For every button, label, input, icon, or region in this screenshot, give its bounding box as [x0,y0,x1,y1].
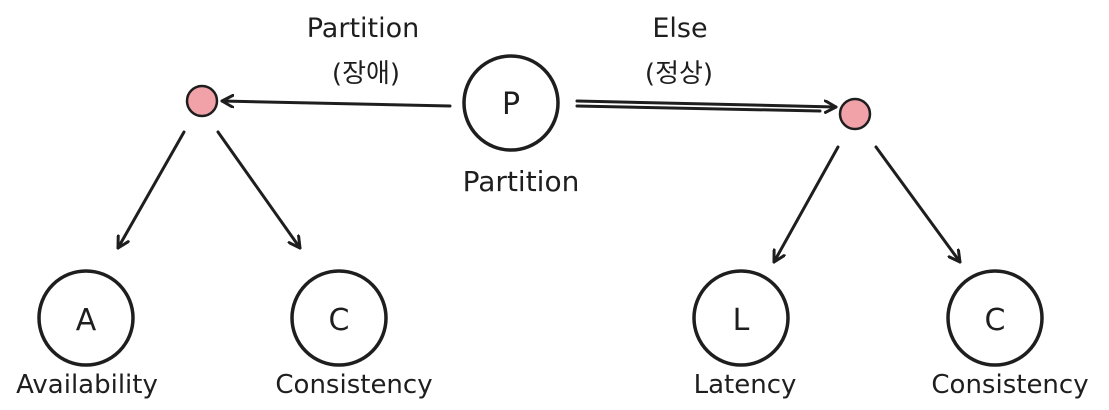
left-branch-label-line2: (장애) [332,59,400,89]
else-junction-dot [838,97,872,131]
edge-p-to-else-dot [575,99,838,107]
left-consistency-node-symbol: C [329,303,350,338]
latency-caption: Latency [694,370,797,400]
edge-p-to-else-dot-2 [575,104,822,113]
availability-node [37,269,135,367]
left-consistency-node [290,269,388,367]
left-consistency-caption: Consistency [275,370,432,400]
right-consistency-caption: Consistency [931,370,1088,400]
right-branch-label-line2: (정상) [645,59,713,89]
left-branch-label-line1: Partition [307,13,420,44]
edge-p-to-partition-dot [220,101,452,106]
edge-else-to-consistency [874,145,962,264]
edge-partition-to-availability [116,130,186,250]
availability-node-symbol: A [76,303,97,338]
edge-partition-to-consistency [216,130,302,250]
right-consistency-node-symbol: C [985,303,1006,338]
center-node-caption: Partition [463,165,580,198]
edge-else-to-latency [772,145,840,264]
center-node-p [462,54,560,152]
latency-node [692,269,790,367]
availability-caption: Availability [16,370,158,400]
latency-node-symbol: L [733,303,750,338]
right-consistency-node [946,269,1044,367]
right-branch-label-line1: Else [652,13,707,44]
partition-junction-dot [185,84,219,118]
center-node-symbol: P [502,87,520,122]
